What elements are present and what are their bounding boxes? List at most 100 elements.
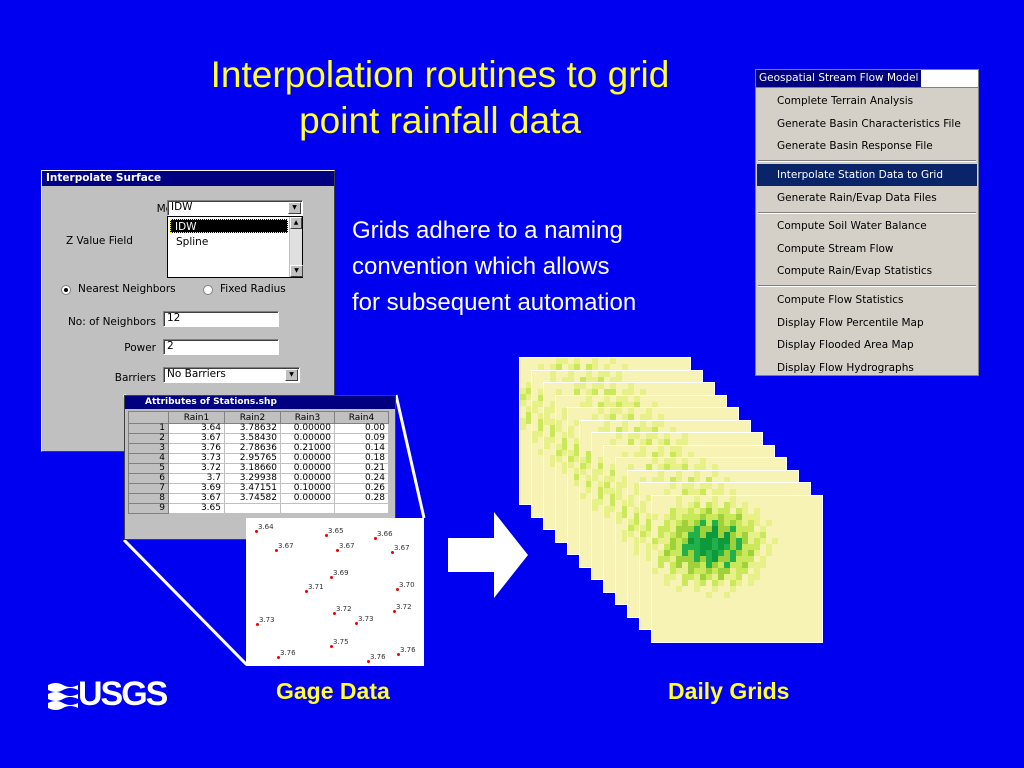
table-cell: 0.00000 — [280, 473, 335, 484]
table-cell: 0.26 — [334, 483, 389, 494]
table-cell: 3.7 — [168, 473, 225, 484]
fixed-radius-label: Fixed Radius — [220, 283, 286, 295]
station-point: 3.76 — [367, 653, 386, 663]
daily-grids-label: Daily Grids — [668, 678, 790, 704]
table-cell: 0.28 — [334, 493, 389, 504]
station-point: 3.72 — [333, 605, 352, 615]
col-header[interactable]: Rain2 — [224, 411, 281, 424]
caption-line-1: Grids adhere to a naming — [352, 217, 623, 244]
barriers-label: Barriers — [114, 372, 156, 384]
table-cell: 0.00 — [334, 423, 389, 434]
table-cell: 0.14 — [334, 443, 389, 454]
menu-item-basin-response[interactable]: Generate Basin Response File — [777, 140, 933, 152]
slide-caption: Grids adhere to a naming convention whic… — [352, 213, 752, 321]
attributes-window: Attributes of Stations.shp Rain1 Rain2 R… — [124, 395, 396, 540]
table-cell: 0.00000 — [280, 453, 335, 464]
menu-title[interactable]: Geospatial Stream Flow Model — [756, 70, 922, 87]
menu-item-complete-terrain[interactable]: Complete Terrain Analysis — [777, 95, 914, 107]
menu-item-rain-evap-files[interactable]: Generate Rain/Evap Data Files — [777, 192, 937, 204]
scroll-up-icon[interactable]: ▲ — [290, 217, 302, 229]
attributes-title: Attributes of Stations.shp — [125, 396, 395, 409]
method-dropdown-arrow-icon[interactable]: ▼ — [288, 202, 301, 214]
fixed-radius-radio[interactable] — [203, 285, 213, 295]
table-cell: 0.21000 — [280, 443, 335, 454]
menu-item-soil-water[interactable]: Compute Soil Water Balance — [777, 220, 927, 232]
table-cell: 3.65 — [168, 503, 225, 514]
row-index: 8 — [128, 493, 169, 504]
table-cell: 3.74582 — [224, 493, 281, 504]
table-cell: 3.73 — [168, 453, 225, 464]
menu-item-basin-characteristics[interactable]: Generate Basin Characteristics File — [777, 118, 961, 130]
station-point: 3.72 — [393, 603, 412, 613]
menu-item-stream-flow[interactable]: Compute Stream Flow — [777, 243, 894, 255]
menu-separator — [758, 160, 976, 162]
table-cell: 0.21 — [334, 463, 389, 474]
daily-grid-frame — [651, 494, 823, 643]
menu-separator — [758, 285, 976, 287]
barriers-dropdown-arrow-icon[interactable]: ▼ — [285, 369, 298, 381]
method-value: IDW — [171, 201, 193, 213]
col-header[interactable]: Rain1 — [168, 411, 225, 424]
nearest-neighbors-radio[interactable] — [61, 285, 71, 295]
table-cell: 0.00000 — [280, 493, 335, 504]
station-point: 3.66 — [374, 530, 393, 540]
scroll-down-icon[interactable]: ▼ — [290, 265, 303, 277]
col-header[interactable] — [128, 411, 169, 424]
options-scrollbar[interactable]: ▲ ▼ — [289, 217, 303, 277]
method-select[interactable]: IDW ▼ — [167, 200, 303, 216]
col-header[interactable]: Rain4 — [334, 411, 389, 424]
col-header[interactable]: Rain3 — [280, 411, 335, 424]
row-index: 6 — [128, 473, 169, 484]
menu-item-flow-statistics[interactable]: Compute Flow Statistics — [777, 294, 904, 306]
menu-item-flooded-area[interactable]: Display Flooded Area Map — [777, 339, 914, 351]
usgs-logo: USGS — [48, 675, 178, 719]
power-label: Power — [124, 342, 156, 354]
menu-item-rain-evap-stats[interactable]: Compute Rain/Evap Statistics — [777, 265, 933, 277]
table-cell: 0.00000 — [280, 423, 335, 434]
right-arrow-icon — [448, 512, 528, 598]
row-index: 3 — [128, 443, 169, 454]
menu-item-flow-percentile[interactable]: Display Flow Percentile Map — [777, 317, 924, 329]
power-input[interactable]: 2 — [163, 339, 279, 355]
station-point: 3.64 — [255, 523, 274, 533]
nearest-neighbors-label: Nearest Neighbors — [78, 283, 176, 295]
table-cell: 3.76 — [168, 443, 225, 454]
table-cell: 0.10000 — [280, 483, 335, 494]
row-index: 1 — [128, 423, 169, 434]
table-cell: 3.69 — [168, 483, 225, 494]
row-index: 7 — [128, 483, 169, 494]
table-cell — [280, 503, 335, 514]
slide-title-line-1: Interpolation routines to grid — [210, 54, 670, 95]
table-cell: 3.72 — [168, 463, 225, 474]
table-cell: 3.58430 — [224, 433, 281, 444]
method-option-idw[interactable]: IDW — [170, 219, 288, 233]
barriers-value: No Barriers — [167, 368, 226, 380]
table-cell: 3.18660 — [224, 463, 281, 474]
barriers-select[interactable]: No Barriers ▼ — [163, 367, 300, 383]
method-options-list[interactable]: IDW Spline ▲ ▼ — [167, 216, 303, 278]
table-cell: 3.29938 — [224, 473, 281, 484]
table-cell: 3.64 — [168, 423, 225, 434]
caption-line-3: for subsequent automation — [352, 289, 637, 316]
menu-item-interpolate-station[interactable]: Interpolate Station Data to Grid — [757, 164, 977, 186]
station-point: 3.76 — [397, 646, 416, 656]
gage-station-map: 3.64 3.65 3.66 3.67 3.67 3.67 3.69 3.71 … — [246, 518, 424, 666]
neighbors-input[interactable]: 12 — [163, 311, 279, 327]
menu-item-flow-hydrographs[interactable]: Display Flow Hydrographs — [777, 362, 914, 374]
zvalue-label: Z Value Field — [66, 235, 133, 247]
method-option-spline[interactable]: Spline — [176, 236, 209, 248]
table-cell: 0.18 — [334, 453, 389, 464]
station-point: 3.69 — [330, 569, 349, 579]
table-cell: 3.67 — [168, 433, 225, 444]
